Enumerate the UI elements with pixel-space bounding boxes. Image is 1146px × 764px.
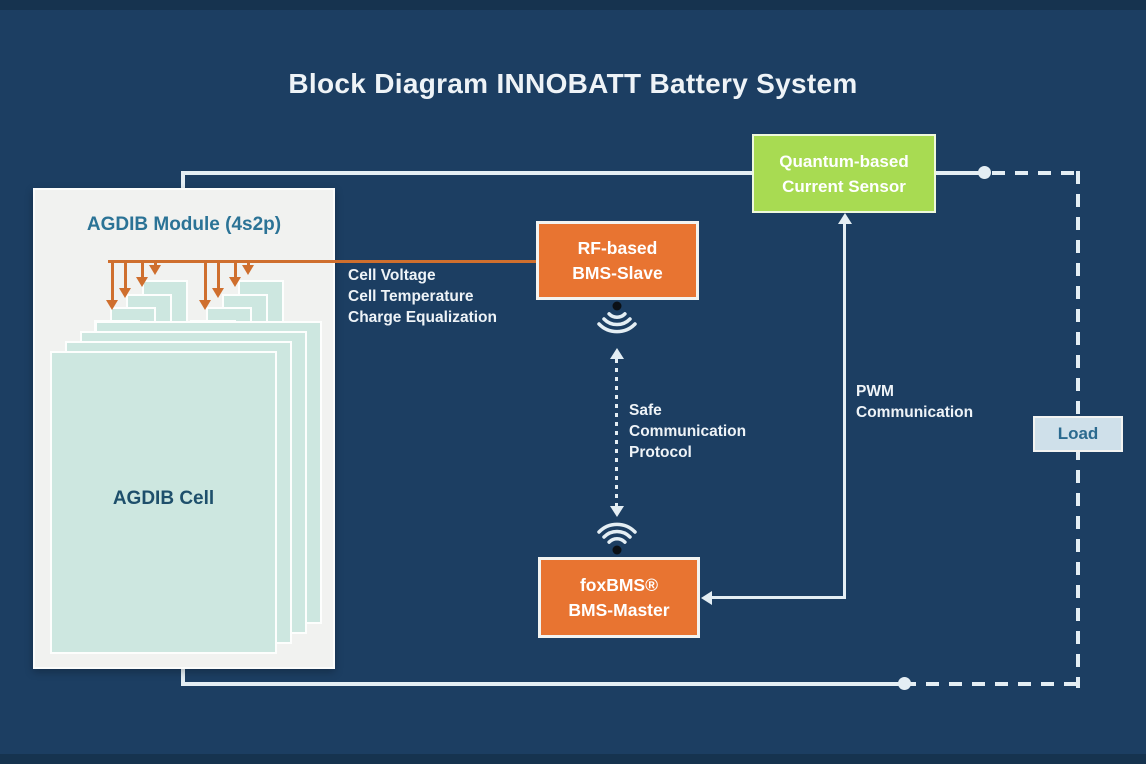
power-dash-bottom (903, 682, 1080, 686)
load-box: Load (1033, 416, 1123, 452)
cell-signals-label: Cell Voltage Cell Temperature Charge Equ… (348, 267, 497, 326)
agdib-cell-label: AGDIB Cell (112, 488, 215, 509)
sense-arrowhead (229, 277, 241, 287)
current-sensor-label-line1: Quantum-based (779, 151, 909, 171)
diagram-title: Block Diagram INNOBATT Battery System (288, 68, 858, 99)
sense-arrowhead (106, 300, 118, 310)
safe-comm-arrowhead-up (610, 348, 624, 359)
sense-arrow-stem (217, 260, 220, 289)
bms-slave-box: RF-based BMS-Slave (536, 221, 699, 300)
sense-bus-line (108, 260, 538, 263)
sense-arrow-stem (247, 260, 250, 266)
pwm-arrowhead-left (701, 591, 712, 605)
power-line-bottom (181, 682, 903, 686)
sense-arrowhead (242, 265, 254, 275)
sense-arrow-stem (111, 260, 114, 301)
load-label: Load (1057, 424, 1099, 443)
wifi-down-icon (597, 301, 637, 334)
safe-comm-label: Safe Communication Protocol (629, 402, 747, 461)
sense-arrow-stem (204, 260, 207, 301)
bms-master-label-line1: foxBMS® (579, 574, 659, 595)
junction-dot-bottom (898, 677, 911, 690)
sense-arrowhead (136, 277, 148, 287)
bms-master-box: foxBMS® BMS-Master (538, 557, 700, 638)
pwm-line-vertical (843, 222, 846, 599)
power-line-top (181, 171, 987, 175)
power-dash-top (992, 171, 1080, 175)
agdib-module-title: AGDIB Module (4s2p) (86, 214, 282, 235)
safe-comm-dotted-line (615, 359, 618, 506)
current-sensor-label-line2: Current Sensor (782, 176, 906, 196)
bottom-edge-band (0, 754, 1146, 764)
pwm-line-horizontal (712, 596, 845, 599)
top-edge-band (0, 0, 1146, 10)
pwm-label: PWM Communication (856, 383, 974, 421)
bms-slave-label-line2: BMS-Slave (572, 262, 663, 283)
wifi-up-icon (597, 522, 637, 555)
sense-arrow-stem (124, 260, 127, 289)
sense-arrowhead (119, 288, 131, 298)
bms-slave-label-line1: RF-based (577, 237, 658, 258)
agdib-cell-front: AGDIB Cell (50, 351, 277, 654)
sense-arrow-stem (141, 260, 144, 278)
bms-master-label-line2: BMS-Master (568, 599, 670, 620)
agdib-module-box: AGDIB Module (4s2p) AGDIB Cell (33, 188, 335, 669)
sense-arrow-stem (154, 260, 157, 266)
sense-arrowhead (199, 300, 211, 310)
current-sensor-box: Quantum-based Current Sensor (752, 134, 936, 213)
sense-arrow-stem (234, 260, 237, 278)
pwm-arrowhead-up (838, 213, 852, 224)
safe-comm-arrowhead-down (610, 506, 624, 517)
sense-arrowhead (212, 288, 224, 298)
sense-arrowhead (149, 265, 161, 275)
junction-dot-top (978, 166, 991, 179)
